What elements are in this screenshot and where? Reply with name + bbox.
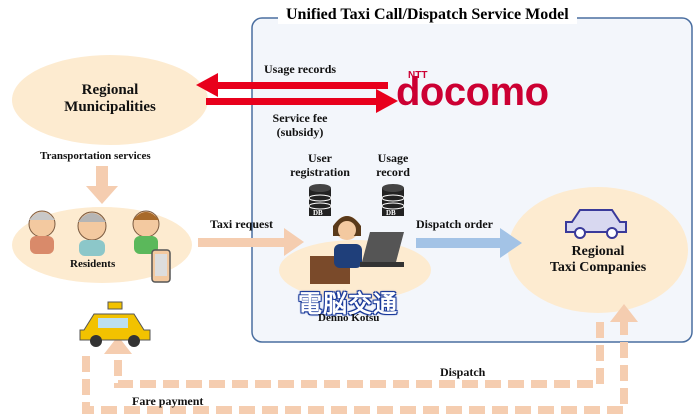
dispatch-label: Dispatch — [440, 365, 486, 379]
user-registration-line2: registration — [290, 164, 350, 179]
taxi-companies-ellipse — [508, 187, 688, 313]
service-fee-arrow — [206, 89, 398, 113]
usage-record-line2: record — [376, 164, 410, 179]
smartphone-icon — [151, 249, 171, 283]
taxi-request-label: Taxi request — [210, 217, 274, 231]
fare-payment-label: Fare payment — [132, 394, 204, 408]
municipalities-ellipse — [12, 55, 208, 145]
residents-illustration — [28, 210, 160, 256]
dispatch-order-arrow — [416, 228, 522, 258]
model-title: Unified Taxi Call/Dispatch Service Model — [278, 6, 577, 24]
brand-logo: docomo — [396, 70, 549, 114]
user-registration-label: User registration — [286, 151, 354, 180]
usage-record-line1: Usage — [377, 151, 409, 165]
brand-superscript: NTT — [408, 70, 428, 81]
user-registration-db-label: DB — [313, 209, 323, 217]
transportation-services-label: Transportation services — [40, 150, 151, 162]
dispatch-dashed-arrow — [114, 322, 604, 388]
service-fee-label: Service fee (subsidy) — [260, 111, 340, 140]
usage-record-label: Usage record — [366, 151, 420, 180]
fare-payment-dashed-arrow — [82, 322, 628, 414]
user-registration-line1: User — [308, 151, 332, 165]
taxi-companies-line1: Regional — [571, 244, 625, 259]
operator-illustration — [310, 216, 404, 284]
transportation-services-arrow — [86, 166, 118, 204]
usage-records-arrow — [196, 73, 388, 97]
municipalities-label-line1: Regional — [81, 82, 139, 98]
usage-record-db-label: DB — [386, 209, 396, 217]
taxi-request-arrow — [198, 228, 304, 256]
municipalities-label: Regional Municipalities — [50, 82, 170, 117]
operator-label: Denno Kotsu — [318, 312, 380, 324]
taxi-companies-label: Regional Taxi Companies — [536, 244, 660, 276]
usage-records-label: Usage records — [264, 62, 337, 76]
taxi-companies-line2: Taxi Companies — [549, 260, 647, 276]
dispatch-arrowhead — [104, 336, 132, 354]
municipalities-label-line2: Municipalities — [64, 99, 156, 116]
usage-record-db-icon — [381, 184, 405, 216]
residents-label: Residents — [70, 258, 116, 270]
denno-kotsu-logo: 電脳交通 — [298, 290, 398, 318]
taxi-icon — [79, 301, 151, 347]
car-icon — [565, 209, 627, 239]
service-fee-line1: Service fee — [272, 111, 328, 125]
user-registration-db-icon — [308, 184, 332, 216]
service-fee-line2: (subsidy) — [276, 124, 324, 139]
fare-payment-arrowhead — [610, 304, 638, 322]
dispatch-order-label: Dispatch order — [416, 217, 493, 231]
